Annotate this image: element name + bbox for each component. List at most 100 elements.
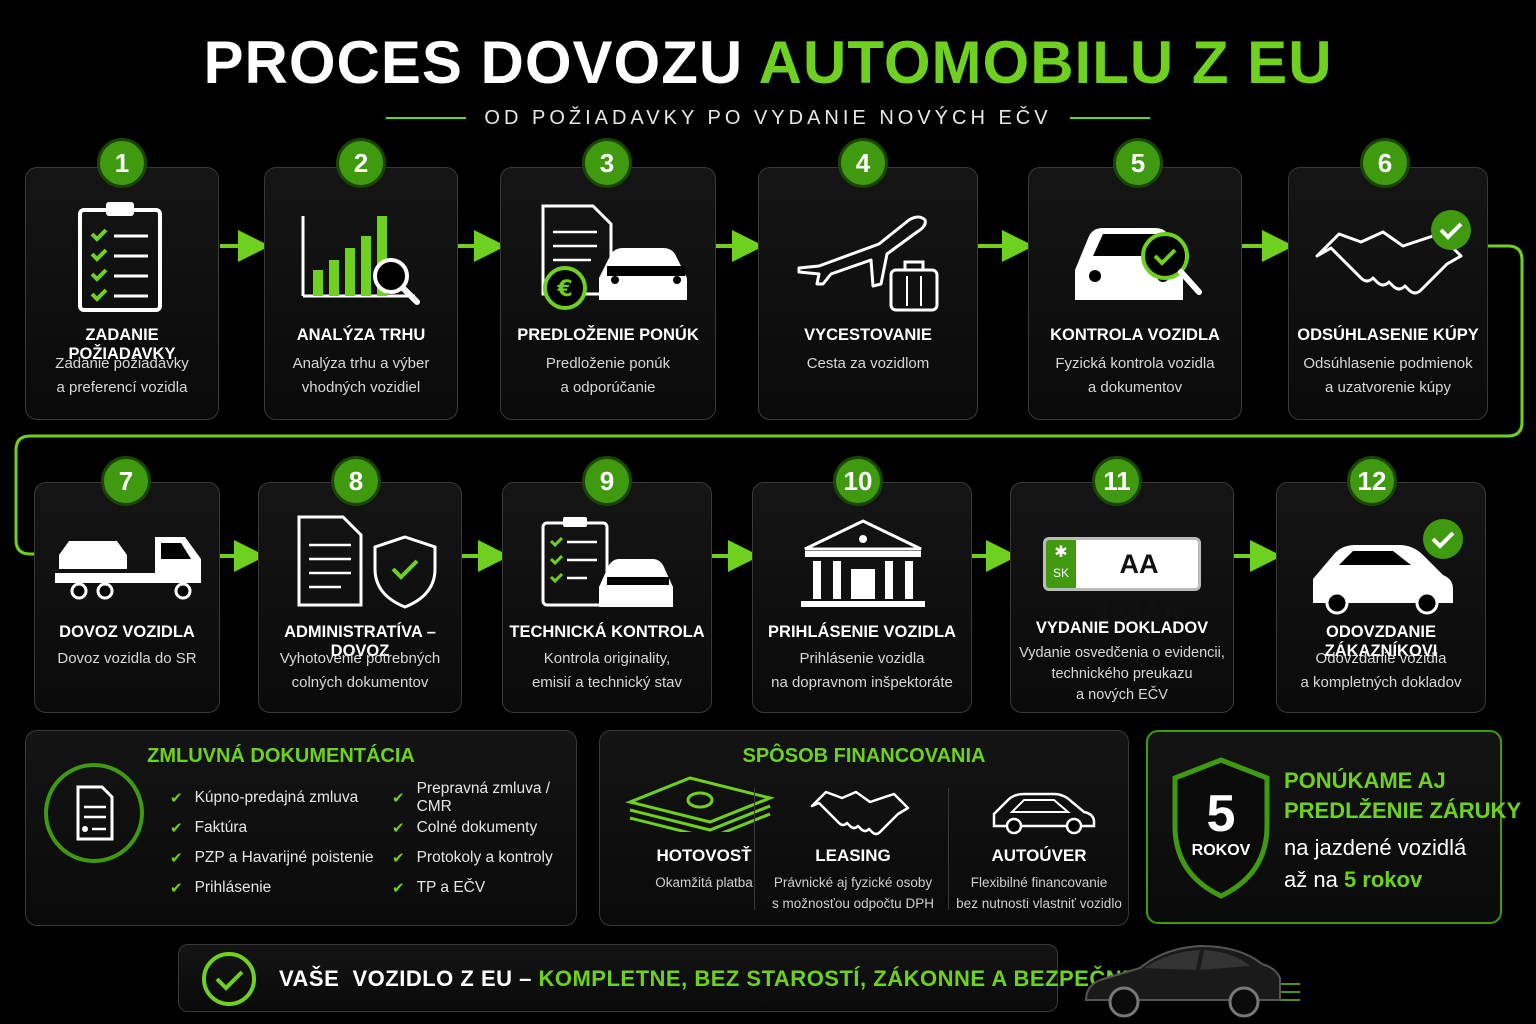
step-card-5: KONTROLA VOZIDLA Fyzická kontrola vozidl… [1028, 167, 1242, 420]
car-illustration [1084, 944, 1300, 1018]
license-plate: ✱ SK AA 123AA [1043, 537, 1201, 627]
warranty-badge-number: 5 [1206, 785, 1236, 843]
warranty-text-prefix: až na [1284, 867, 1338, 892]
step-title-2: ANALÝZA TRHU [296, 326, 426, 344]
footer-banner: VAŠE VOZIDLO Z EU – KOMPLETNE, BEZ STARO… [178, 944, 1137, 1012]
tow-truck-icon [35, 507, 219, 627]
license-plate-icon: ✱ SK AA 123AA [1011, 507, 1233, 627]
warranty-text: na jazdené vozidlá až na 5 rokov [1284, 832, 1466, 896]
step-desc-6: Odsúhlasenie podmienok a uzatvorenie kúp… [1303, 355, 1473, 396]
step-badge-7: 7 [101, 456, 151, 506]
step-title-12: ODOVZDANIE ZÁKAZNÍKOVI [1324, 623, 1438, 660]
financing-option-autouver: AUTOÚVER Flexibilné financovanie bez nut… [950, 780, 1128, 911]
step-desc-12: Odovzdanie vozidla a kompletných doklado… [1300, 650, 1462, 691]
financing-title: SPÔSOB FINANCOVANIA [742, 745, 986, 767]
subtitle-divider-right [1069, 117, 1150, 119]
documents-title: ZMLUVNÁ DOKUMENTÁCIA [147, 745, 415, 767]
step-badge-9: 9 [582, 456, 632, 506]
step-desc-2: Analýza trhu a výber vhodných vozidiel [292, 355, 430, 396]
step-title-6: ODSÚHLASENIE KÚPY [1297, 326, 1479, 344]
step-card-6: ODSÚHLASENIE KÚPY Odsúhlasenie podmienok… [1288, 167, 1488, 420]
step-title-9: TECHNICKÁ KONTROLA [509, 623, 705, 641]
document-euro-car-icon: € [501, 196, 715, 316]
financing-desc-autouver: Flexibilné financovanie bez nutnosti vla… [956, 875, 1122, 911]
check-icon: ✔ [170, 790, 183, 807]
warranty-headline-line1: PONÚKAME AJ [1284, 768, 1446, 793]
subtitle-row: OD POŽIADAVKY PO VYDANIE NOVÝCH EČV [0, 104, 1536, 132]
step-desc-5: Fyzická kontrola vozidla a dokumentov [1055, 355, 1215, 396]
plate-country-strip: ✱ SK [1046, 540, 1076, 588]
list-item: ✔Protokoly a kontroly [392, 849, 553, 867]
financing-desc-cash: Okamžitá platba [655, 875, 753, 890]
step-card-8: ADMINISTRATÍVA – DOVOZ Vyhotovenie potre… [258, 482, 462, 713]
list-item: ✔PZP a Havarijné poistenie [170, 849, 374, 867]
financing-name-autouver: AUTOÚVER [991, 846, 1087, 865]
airplane-luggage-icon [759, 196, 977, 316]
warranty-headline-line2: PREDLŽENIE ZÁRUKY [1284, 798, 1522, 823]
plate-country-code: SK [1052, 566, 1069, 580]
cash-icon [625, 776, 775, 832]
warranty-text-highlight: 5 rokov [1343, 867, 1423, 892]
step-badge-8: 8 [331, 456, 381, 506]
step-title-8: ADMINISTRATÍVA – DOVOZ [284, 623, 436, 660]
warranty-text-line1: na jazdené vozidlá [1284, 835, 1467, 860]
list-item: ✔TP a EČV [392, 879, 486, 897]
financing-option-leasing: LEASING Právnické aj fyzické osoby s mož… [756, 780, 950, 911]
step-card-9: TECHNICKÁ KONTROLA Kontrola originality,… [502, 482, 712, 713]
step-card-11: ✱ SK AA 123AA VYDANIE DOKLADOV Vydanie o… [1010, 482, 1234, 713]
step-desc-9: Kontrola originality, emisií a technický… [531, 650, 683, 691]
step-desc-4: Cesta za vozidlom [806, 355, 930, 372]
handshake-icon [810, 790, 910, 836]
check-icon: ✔ [170, 820, 183, 837]
svg-text:€: € [556, 277, 572, 302]
step-badge-11: 11 [1092, 456, 1142, 506]
document-icon [44, 763, 144, 863]
warranty-badge-label: ROKOV [1191, 842, 1251, 859]
check-icon: ✔ [392, 790, 405, 807]
subtitle-divider-left [386, 117, 467, 119]
check-icon: ✔ [392, 850, 405, 867]
financing-name-cash: HOTOVOSŤ [656, 846, 752, 865]
footer-text: VAŠE VOZIDLO Z EU – KOMPLETNE, BEZ STARO… [279, 945, 1137, 1013]
step-card-1: ZADANIE POŽIADAVKY Zadanie požiadavky a … [25, 167, 219, 420]
car-inspection-icon [1029, 196, 1241, 316]
step-title-11: VYDANIE DOKLADOV [1035, 619, 1209, 637]
footer-text-white: VAŠE VOZIDLO Z EU – [279, 966, 532, 991]
check-icon: ✔ [392, 880, 405, 897]
step-badge-5: 5 [1113, 138, 1163, 188]
financing-option-cash: HOTOVOSŤ Okamžitá platba [606, 776, 802, 910]
step-title-5: KONTROLA VOZIDLA [1050, 326, 1220, 344]
government-building-icon [753, 507, 971, 627]
footer-text-green: KOMPLETNE, BEZ STAROSTÍ, ZÁKONNE A BEZPE… [538, 966, 1138, 991]
documents-list-left: ✔Kúpno-predajná zmluva ✔Faktúra ✔PZP a H… [170, 783, 374, 903]
check-icon: ✔ [170, 880, 183, 897]
financing-desc-leasing: Právnické aj fyzické osoby s možnosťou o… [772, 875, 934, 911]
page-title: PROCES DOVOZU AUTOMOBILU Z EU [0, 30, 1536, 96]
step-title-7: DOVOZ VOZIDLA [59, 623, 195, 641]
checklist-car-icon [503, 507, 711, 627]
check-icon: ✔ [170, 850, 183, 867]
step-title-4: VYCESTOVANIE [804, 326, 932, 344]
page-subtitle: OD POŽIADAVKY PO VYDANIE NOVÝCH EČV [484, 106, 1052, 129]
handshake-check-icon [1289, 196, 1487, 316]
check-circle-icon [202, 952, 256, 1006]
check-icon: ✔ [392, 820, 405, 837]
financing-divider [948, 788, 949, 910]
list-item: ✔Faktúra [170, 819, 248, 837]
step-badge-10: 10 [833, 456, 883, 506]
step-title-1: ZADANIE POŽIADAVKY [68, 326, 176, 363]
plate-number: AA 123AA [1096, 549, 1182, 627]
step-card-3: € PREDLOŽENIE PONÚK Predloženie ponúk a … [500, 167, 716, 420]
warranty-panel: 5 ROKOV [1146, 730, 1502, 924]
step-card-7: DOVOZ VOZIDLA Dovoz vozidla do SR [34, 482, 220, 713]
step-desc-11: Vydanie osvedčenia o evidencii, technick… [1019, 645, 1225, 703]
plate-star-icon: ✱ [1054, 544, 1068, 561]
document-shield-icon [259, 507, 461, 627]
step-badge-1: 1 [97, 138, 147, 188]
shield-icon [1172, 757, 1270, 899]
step-badge-12: 12 [1347, 456, 1397, 506]
step-badge-2: 2 [336, 138, 386, 188]
warranty-text-line2: až na 5 rokov [1284, 864, 1466, 896]
car-icon [992, 792, 1096, 835]
warranty-headline: PONÚKAME AJ PREDLŽENIE ZÁRUKY [1284, 766, 1521, 826]
